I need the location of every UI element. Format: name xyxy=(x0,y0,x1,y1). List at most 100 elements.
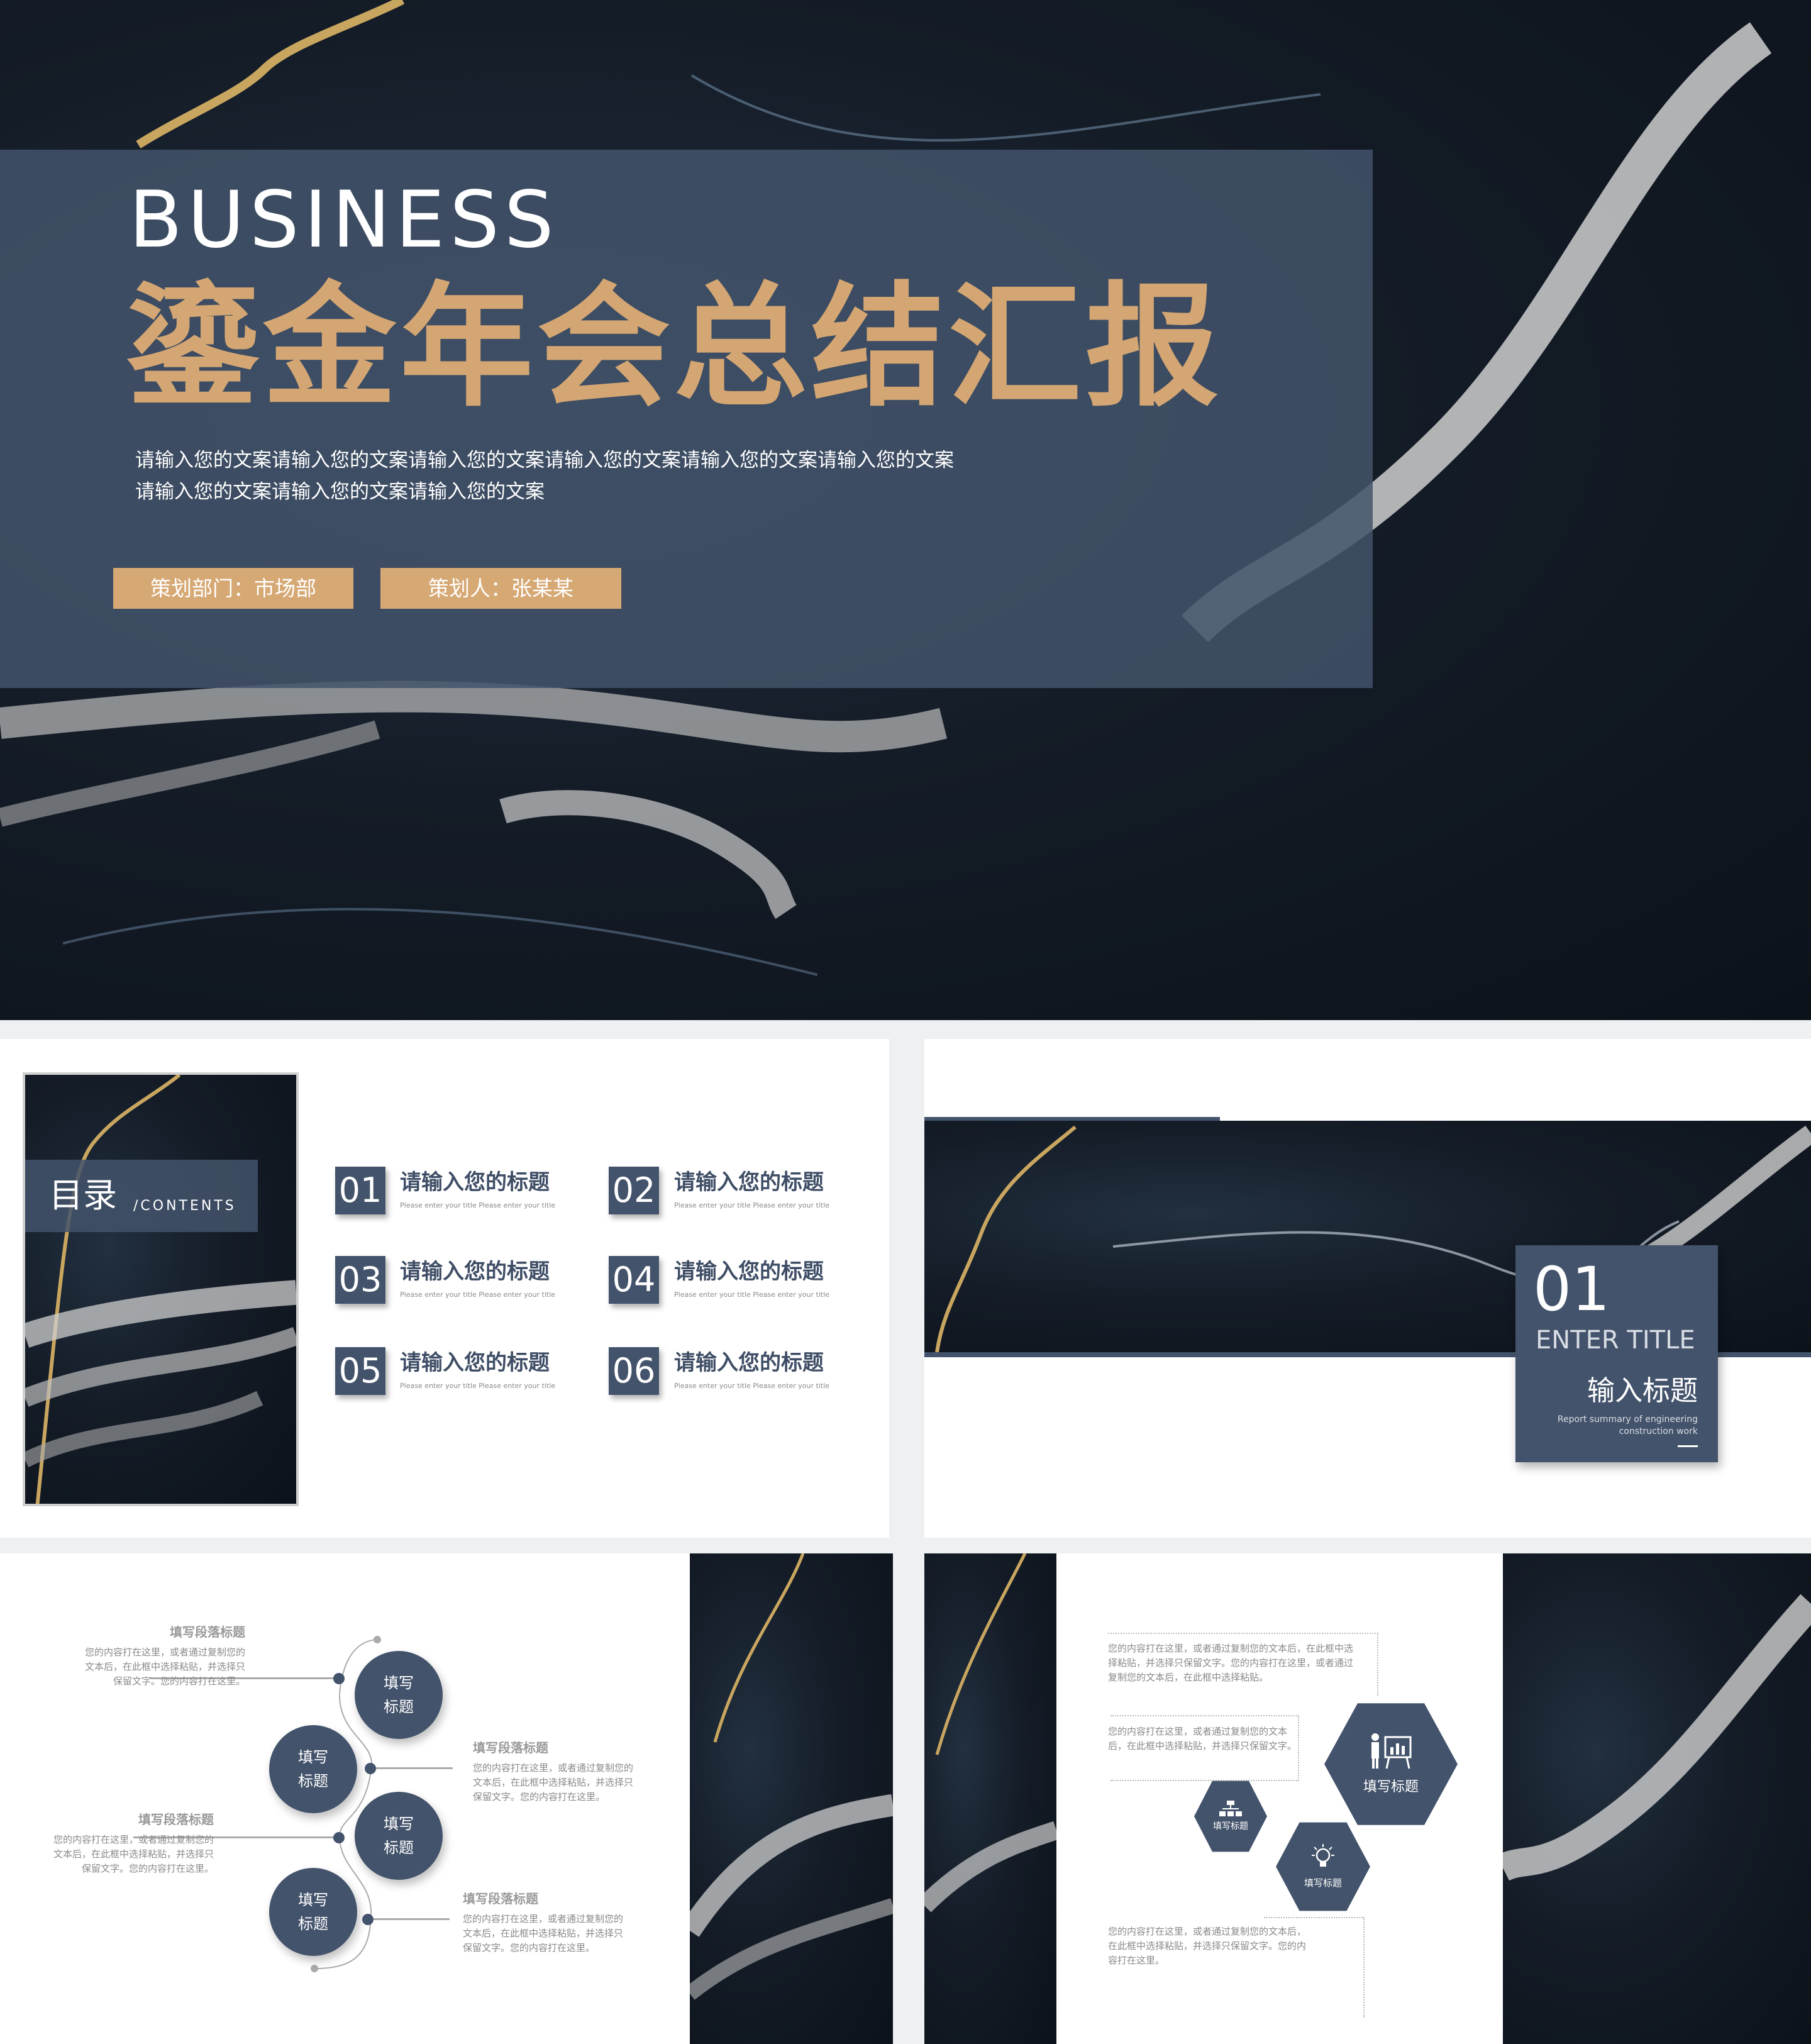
side-image xyxy=(690,1553,893,2044)
item-title[interactable]: 请输入您的标题 xyxy=(400,1259,550,1284)
contents-slide: 目录 /CONTENTS 01 请输入您的标题 Please enter you… xyxy=(0,1039,889,1538)
timeline-circle: 填写标题 xyxy=(269,1868,357,1956)
small-hexagon: 填写标题 xyxy=(1194,1780,1267,1852)
text-box xyxy=(1264,1917,1365,2018)
connector-dot xyxy=(333,1832,345,1843)
marble-texture xyxy=(25,1075,296,1504)
item-title[interactable]: 请输入您的标题 xyxy=(400,1350,550,1375)
circle-label: 填写 xyxy=(298,1748,328,1766)
timeline-circle: 填写标题 xyxy=(355,1651,443,1739)
department-tag: 策划部门：市场部 xyxy=(113,568,353,609)
item-title[interactable]: 请输入您的标题 xyxy=(674,1259,824,1284)
hexagon-label: 填写标题 xyxy=(1213,1821,1248,1831)
left-image xyxy=(924,1553,1056,2044)
connector-line xyxy=(368,1918,450,1920)
item-subtitle: Please enter your title Please enter you… xyxy=(400,1291,556,1299)
text-box xyxy=(1108,1633,1378,1696)
paragraph-line: 文本后，在此框中选择粘贴，并选择只 xyxy=(463,1928,624,1939)
item-subtitle: Please enter your title Please enter you… xyxy=(674,1382,830,1390)
circle-label: 填写 xyxy=(298,1891,328,1909)
item-number: 02 xyxy=(609,1167,659,1214)
main-title: 鎏金年会总结汇报 xyxy=(126,269,1222,425)
paragraph-block: 填写段落标题 您的内容打在这里，或者通过复制您的 文本后，在此框中选择粘贴，并选… xyxy=(473,1740,662,1804)
paragraph-heading: 填写段落标题 xyxy=(463,1891,538,1906)
contents-image-card: 目录 /CONTENTS xyxy=(23,1072,299,1506)
text-line: 您的内容打在这里，或者通过复制您的文本后， xyxy=(1108,1926,1307,1937)
paragraph-line: 您的内容打在这里，或者通过复制您的 xyxy=(53,1834,214,1845)
lightbulb-icon xyxy=(1312,1844,1334,1867)
paragraph-heading: 填写段落标题 xyxy=(473,1740,548,1755)
paragraph-line: 文本后，在此框中选择粘贴，并选择只 xyxy=(473,1777,634,1788)
paragraph-block: 填写段落标题 您的内容打在这里，或者通过复制您的 文本后，在此框中选择粘贴，并选… xyxy=(57,1624,245,1689)
org-chart-icon xyxy=(1219,1801,1242,1816)
section-title-box: 01 ENTER TITLE 输入标题 Report summary of en… xyxy=(1515,1245,1718,1462)
circle-label: 标题 xyxy=(384,1839,414,1857)
cover-slide: BUSINESS 鎏金年会总结汇报 请输入您的文案请输入您的文案请输入您的文案请… xyxy=(0,0,1811,1020)
section-desc-2: construction work xyxy=(1619,1426,1698,1436)
planner-tag: 策划人：张某某 xyxy=(380,568,621,609)
text-block: 您的内容打在这里，或者通过复制您的文本后， 在此框中选择粘贴，并选择只保留文字。… xyxy=(1108,1925,1306,1968)
item-number: 05 xyxy=(335,1347,385,1395)
hexagon-label: 填写标题 xyxy=(1363,1779,1419,1795)
connector-dot xyxy=(365,1763,376,1774)
item-title[interactable]: 请输入您的标题 xyxy=(674,1350,824,1375)
curve-end-dot xyxy=(311,1965,318,1972)
hexagon-slide: 您的内容打在这里，或者通过复制您的文本后，在此框中选 择粘贴，并选择只保留文字。… xyxy=(924,1553,1811,2044)
medium-hexagon: 填写标题 xyxy=(1276,1822,1370,1911)
item-title[interactable]: 请输入您的标题 xyxy=(674,1170,824,1195)
text-line: 在此框中选择粘贴，并选择只保留文字。您的内 xyxy=(1108,1940,1307,1952)
text-line: 您的内容打在这里，或者通过复制您的文本后，在此框中选 xyxy=(1108,1643,1354,1654)
item-subtitle: Please enter your title Please enter you… xyxy=(674,1201,830,1209)
section-slide: 01 ENTER TITLE 输入标题 Report summary of en… xyxy=(924,1039,1811,1538)
paragraph-line: 您的内容打在这里，或者通过复制您的 xyxy=(473,1762,634,1774)
paragraph-line: 保留文字。您的内容打在这里。 xyxy=(81,1863,214,1874)
item-title[interactable]: 请输入您的标题 xyxy=(400,1170,550,1195)
marble-texture xyxy=(924,1553,1056,1913)
text-line: 后，在此框中选择粘贴，并选择只保留文字。 xyxy=(1108,1740,1297,1752)
text-line: 复制您的文本后，在此框中选择粘贴。 xyxy=(1108,1672,1269,1683)
circle-label: 标题 xyxy=(298,1915,328,1933)
paragraph-line: 文本后，在此框中选择粘贴，并选择只 xyxy=(53,1848,214,1860)
section-desc-1: Report summary of engineering xyxy=(1557,1414,1698,1425)
item-number: 03 xyxy=(335,1256,385,1304)
circle-label: 标题 xyxy=(298,1772,328,1790)
accent-dash xyxy=(1678,1445,1698,1447)
connector-dot xyxy=(333,1673,345,1684)
item-number: 04 xyxy=(609,1256,659,1304)
top-line xyxy=(924,1117,1220,1121)
curve-end-dot xyxy=(374,1636,381,1643)
connector-dot xyxy=(362,1914,374,1925)
circle-label: 标题 xyxy=(384,1698,414,1716)
hexagon-label: 填写标题 xyxy=(1304,1877,1342,1889)
connector-line xyxy=(371,1767,453,1769)
english-title: BUSINESS xyxy=(129,175,559,265)
section-en-title: ENTER TITLE xyxy=(1536,1326,1695,1355)
presentation-icon xyxy=(1371,1733,1412,1769)
timeline-circle: 填写标题 xyxy=(355,1792,443,1880)
circle-label: 填写 xyxy=(384,1674,414,1692)
text-box xyxy=(1110,1715,1299,1781)
paragraph-heading: 填写段落标题 xyxy=(138,1812,214,1827)
paragraph-line: 您的内容打在这里，或者通过复制您的 xyxy=(84,1647,245,1658)
text-line: 您的内容打在这里，或者通过复制您的文本 xyxy=(1108,1726,1288,1737)
subtitle-line-2: 请输入您的文案请输入您的文案请输入您的文案 xyxy=(135,480,545,503)
item-subtitle: Please enter your title Please enter you… xyxy=(400,1201,556,1209)
paragraph-block: 填写段落标题 您的内容打在这里，或者通过复制您的 文本后，在此框中选择粘贴，并选… xyxy=(25,1811,214,1876)
paragraph-heading: 填写段落标题 xyxy=(170,1625,245,1640)
paragraph-line: 保留文字。您的内容打在这里。 xyxy=(463,1942,595,1953)
contents-band xyxy=(25,1160,258,1232)
item-number: 01 xyxy=(335,1167,385,1214)
marble-texture xyxy=(690,1553,893,2000)
paragraph-line: 保留文字。您的内容打在这里。 xyxy=(113,1675,245,1687)
connector-line xyxy=(150,1677,338,1679)
item-subtitle: Please enter your title Please enter you… xyxy=(400,1382,556,1390)
right-image xyxy=(1503,1553,1811,2044)
contents-heading: 目录 xyxy=(49,1175,117,1215)
section-number: 01 xyxy=(1533,1254,1610,1325)
text-line: 择粘贴，并选择只保留文字。您的内容打在这里，或者通过 xyxy=(1108,1657,1354,1669)
contents-heading-en: /CONTENTS xyxy=(133,1198,236,1214)
paragraph-line: 保留文字。您的内容打在这里。 xyxy=(473,1791,606,1802)
subtitle-line-1: 请输入您的文案请输入您的文案请输入您的文案请输入您的文案请输入您的文案请输入您的… xyxy=(135,449,954,472)
circle-label: 填写 xyxy=(384,1815,414,1833)
paragraph-line: 您的内容打在这里，或者通过复制您的 xyxy=(463,1913,624,1925)
